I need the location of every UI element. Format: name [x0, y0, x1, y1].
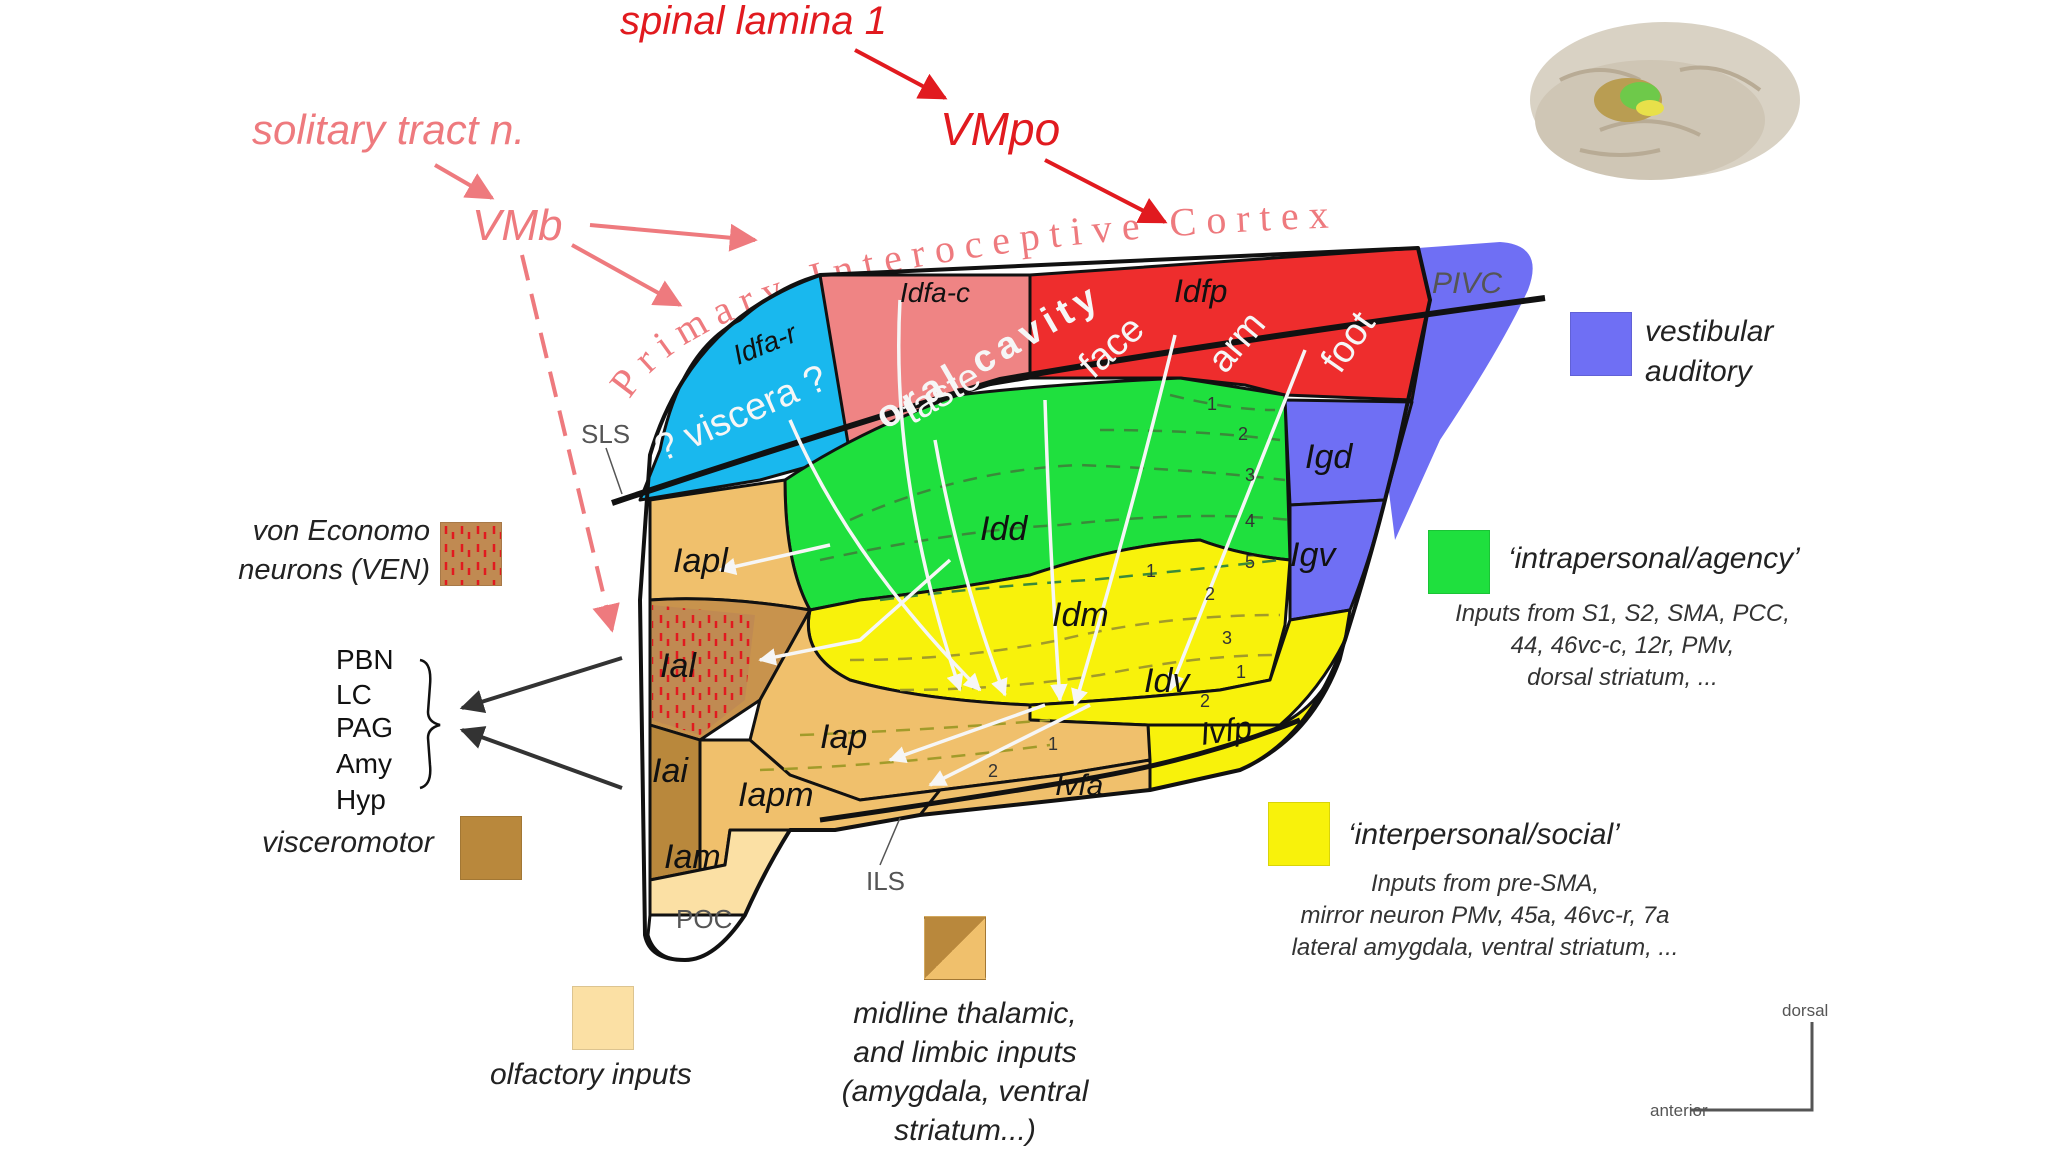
label-anterior: anterior — [1650, 1101, 1708, 1120]
label-idm: Idm — [1052, 596, 1109, 634]
label-igd: Igd — [1305, 438, 1353, 476]
label-idfp: Idfp — [1174, 273, 1227, 309]
vmpo-label: VMpo — [940, 103, 1060, 155]
brain-thumbnail — [1530, 22, 1800, 180]
somatotopic-arrows — [718, 299, 1307, 787]
layer-num: 5 — [1245, 552, 1255, 572]
sulcus-labels: SLS ILS POC — [581, 419, 905, 934]
layer-num: 2 — [1205, 584, 1215, 604]
legend-vestibular: vestibular auditory — [1645, 315, 1774, 388]
label-ivfa: Ivfa — [1055, 769, 1103, 802]
label-poc: POC — [676, 904, 732, 934]
output-hyp: Hyp — [336, 784, 386, 815]
layer-numbers: 1 2 3 4 5 1 2 3 1 2 1 2 — [988, 394, 1255, 781]
label-iapl: Iapl — [673, 542, 729, 580]
map-outline — [638, 246, 1432, 962]
output-pbn: PBN — [336, 644, 394, 675]
swatch-visceromotor — [460, 816, 522, 880]
label-igv: Igv — [1290, 536, 1337, 574]
legend-ven: von Economo neurons (VEN) — [238, 515, 430, 586]
label-idv: Idv — [1144, 662, 1191, 700]
label-iam: Iam — [664, 838, 721, 876]
layer-num: 1 — [1236, 662, 1246, 682]
layer-num: 3 — [1245, 465, 1255, 485]
label-pivc: PIVC — [1432, 267, 1502, 300]
label-iap: Iap — [820, 718, 867, 756]
swatch-vestibular — [1570, 312, 1632, 376]
label-iapm: Iapm — [738, 776, 814, 814]
legend-social: ‘interpersonal/social’ — [1348, 818, 1620, 851]
legend-agency-inputs: Inputs from S1, S2, SMA, PCC, 44, 46vc-c… — [1455, 600, 1790, 691]
solitary-label: solitary tract n. — [252, 106, 525, 153]
swatch-social — [1268, 802, 1330, 866]
orientation-indicator: dorsal anterior — [1650, 1001, 1828, 1120]
layer-num: 4 — [1245, 511, 1255, 531]
layer-dashes — [819, 393, 1291, 602]
label-ivfp: Ivfp — [1198, 709, 1254, 752]
layer-num: 1 — [1048, 734, 1058, 754]
layer-num: 1 — [1207, 394, 1217, 414]
insula-map — [611, 242, 1546, 962]
sulcus-ils — [819, 717, 1301, 823]
ven-marks — [441, 523, 501, 585]
label-idd: Idd — [980, 510, 1028, 548]
vmb-label: VMb — [472, 201, 562, 250]
region-idv — [1028, 608, 1352, 727]
legend-limbic: midline thalamic, and limbic inputs (amy… — [841, 997, 1089, 1147]
spinal-label: spinal lamina 1 — [620, 0, 887, 43]
label-idfa-c: Idfa-c — [900, 277, 970, 308]
input-arrows — [433, 48, 1168, 633]
label-iai: Iai — [652, 752, 689, 790]
legend-visceromotor: visceromotor — [262, 826, 434, 859]
legend-agency: ‘intrapersonal/agency’ — [1508, 542, 1800, 575]
output-list: PBN LC PAG Amy Hyp — [336, 644, 441, 815]
label-ils: ILS — [866, 866, 905, 896]
swatch-olfactory — [572, 986, 634, 1050]
output-pag: PAG — [336, 712, 393, 743]
output-arrows — [459, 656, 623, 790]
label-dorsal: dorsal — [1782, 1001, 1828, 1020]
swatch-agency — [1428, 530, 1490, 594]
swatch-limbic — [924, 916, 986, 980]
layer-num: 2 — [1238, 424, 1248, 444]
layer-num: 2 — [988, 761, 998, 781]
label-sls: SLS — [581, 419, 630, 449]
layer-num: 3 — [1222, 628, 1232, 648]
layer-num: 1 — [1146, 561, 1156, 581]
output-lc: LC — [336, 679, 372, 710]
layer-num: 2 — [1200, 691, 1210, 711]
legend-social-inputs: Inputs from pre-SMA, mirror neuron PMv, … — [1291, 870, 1679, 961]
swatch-ven — [440, 522, 502, 586]
output-amy: Amy — [336, 748, 392, 779]
sulcus-sls — [611, 295, 1546, 506]
legend-olfactory: olfactory inputs — [490, 1058, 692, 1091]
region-labels: Idfa-r Idfa-c Idfp PIVC Igd Igv Idd Idm … — [652, 267, 1502, 876]
label-ial: Ial — [660, 647, 697, 685]
output-brace — [419, 658, 441, 790]
region-ial-ven — [652, 605, 755, 735]
